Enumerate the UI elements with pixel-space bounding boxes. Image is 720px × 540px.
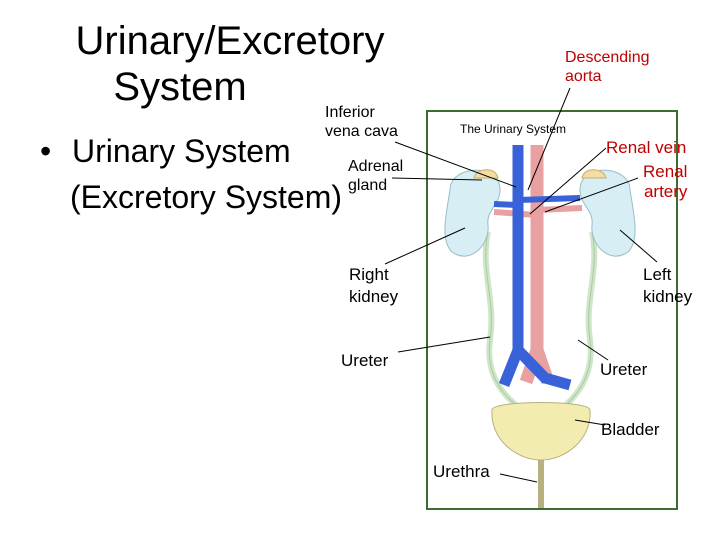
label-inferior-vena-cava-line1: Inferior xyxy=(325,104,375,121)
label-left-kidney-line2: kidney xyxy=(643,287,693,306)
leader-adrenal-gland xyxy=(391,177,483,181)
bullet-line-2: (Excretory System) xyxy=(70,179,343,215)
leader-inferior-vena-cava xyxy=(394,141,517,188)
right-renal-vein xyxy=(493,201,519,208)
slide-title: Urinary/Excretory System xyxy=(40,18,420,110)
label-adrenal-gland-line1: Adrenal xyxy=(348,158,404,175)
label-ureter-right: Ureter xyxy=(600,360,648,379)
label-descending-aorta: Descending aorta xyxy=(565,48,650,86)
diagram-caption: The Urinary System xyxy=(460,122,566,136)
leader-right-kidney xyxy=(384,227,466,265)
title-line-1: Urinary/Excretory xyxy=(75,19,385,63)
left-kidney xyxy=(579,169,636,257)
label-renal-artery-line1: Renal xyxy=(643,162,688,181)
label-adrenal-gland: Adrenal gland xyxy=(348,157,403,195)
label-left-kidney: Left kidney xyxy=(643,264,692,308)
left-renal-artery xyxy=(536,205,583,213)
label-renal-artery: Renal artery xyxy=(643,162,687,202)
label-descending-aorta-line1: Descending xyxy=(565,49,650,66)
bullet-marker: • xyxy=(40,133,52,169)
left-ureter xyxy=(563,231,598,408)
leader-left-kidney xyxy=(619,229,658,263)
label-left-kidney-line1: Left xyxy=(643,265,672,284)
leader-bladder xyxy=(574,419,606,426)
right-ureter-outline xyxy=(485,231,517,406)
label-urethra: Urethra xyxy=(433,462,490,481)
label-right-kidney-line1: Right xyxy=(349,265,389,284)
leader-renal-artery xyxy=(544,177,639,213)
left-renal-vein xyxy=(517,195,581,203)
leader-urethra xyxy=(499,473,538,483)
label-inferior-vena-cava: Inferior vena cava xyxy=(325,103,398,141)
leader-ureter-right-label xyxy=(577,339,609,361)
leader-descending-aorta xyxy=(527,87,571,191)
leader-ureter-left-label xyxy=(397,336,491,353)
descending-aorta xyxy=(519,145,555,385)
label-adrenal-gland-line2: gland xyxy=(348,177,388,194)
left-ureter-outline xyxy=(565,231,595,406)
label-bladder: Bladder xyxy=(601,420,660,439)
label-inferior-vena-cava-line2: vena cava xyxy=(325,123,398,140)
label-right-kidney-line2: kidney xyxy=(349,287,399,306)
label-descending-aorta-line2: aorta xyxy=(565,68,602,85)
diagram-frame xyxy=(426,110,678,510)
left-adrenal-gland xyxy=(581,169,607,179)
inferior-vena-cava xyxy=(498,145,572,391)
right-kidney xyxy=(444,169,501,257)
label-renal-vein: Renal vein xyxy=(606,138,687,157)
right-adrenal-gland xyxy=(473,169,499,179)
leader-renal-vein xyxy=(529,147,607,215)
leader-lines xyxy=(384,87,658,483)
label-ureter-left: Ureter xyxy=(341,351,389,370)
label-renal-artery-line2: artery xyxy=(643,182,688,201)
bullet-line-1: Urinary System xyxy=(72,133,291,169)
bladder xyxy=(491,402,591,461)
label-right-kidney: Right kidney xyxy=(349,264,398,308)
title-line-2: System xyxy=(113,65,247,109)
